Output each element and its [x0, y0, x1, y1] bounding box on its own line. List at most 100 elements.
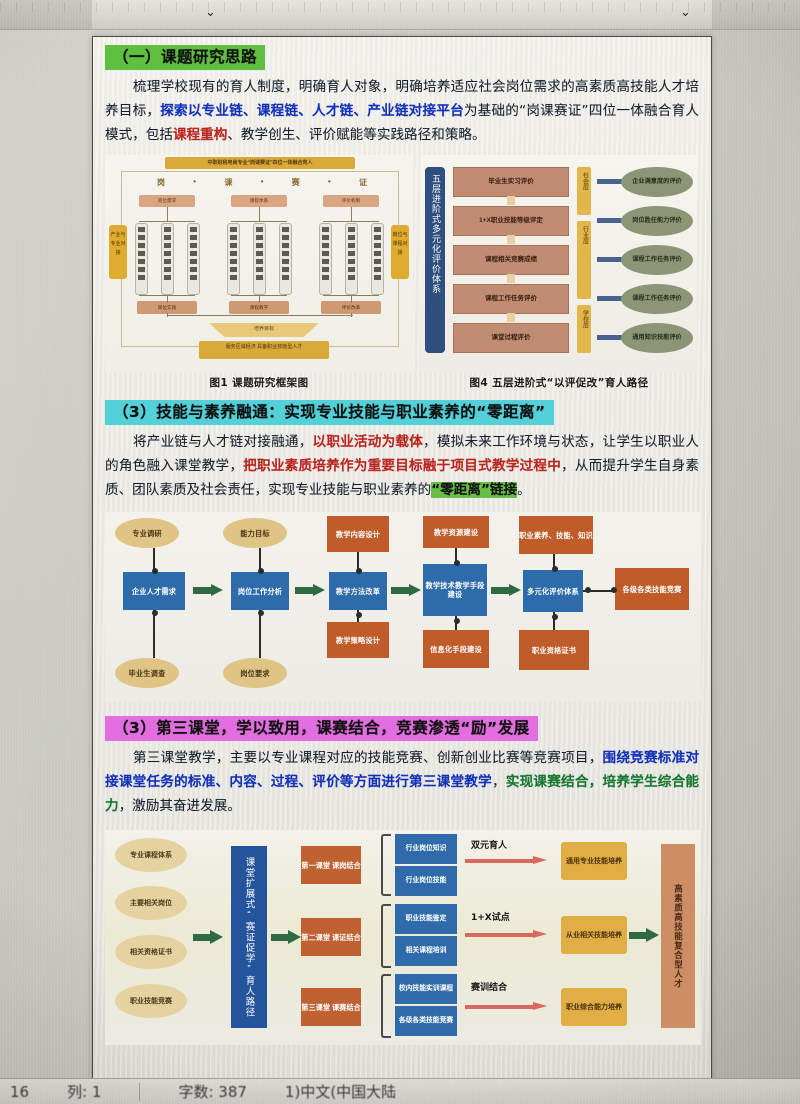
figure-3-detail-1-0-label: 职业技能鉴定	[405, 914, 447, 922]
figure-3-input-2: 相关资格证书	[115, 935, 187, 969]
figure-4-rail-2: 学校层	[577, 305, 591, 353]
figure-1-link	[259, 295, 260, 303]
figure-3-classroom-1: 第二课堂 课证结合	[301, 918, 361, 956]
section-heading-1: （一）课题研究思路	[105, 45, 266, 70]
figure-1-bottom-node-0: 岗位实践	[137, 301, 197, 314]
figure-1-pillar-0: 岗	[157, 178, 165, 187]
figure-3-input-0: 专业课程体系	[115, 838, 187, 872]
figure-2-link	[259, 610, 261, 658]
figure-1-left-side-label: 产业与专业对接	[110, 232, 126, 256]
figure-2-ellipse-top-0: 专业调研	[115, 518, 179, 548]
figure-4-band-1-label: 1+X职业技能等级评定	[479, 217, 543, 224]
para2-text-4: 。	[517, 482, 531, 498]
figure-1-diagram: 中职财税电商专业“岗课赛证”四位一体融合育人 岗 • 课 • 赛 • 证	[105, 155, 413, 373]
figure-1-dot-c: •	[327, 177, 331, 186]
figure-1-chevron-label: 培养目标	[253, 326, 274, 332]
ruler-left-margin	[0, 0, 92, 30]
word-status-bar[interactable]: 16 列: 1 字数: 387 1)中文(中国大陆	[0, 1078, 800, 1104]
figure-4-rail-0: 社会层	[577, 167, 591, 215]
figure-2-link-dot	[258, 610, 264, 616]
figure-3-detail-2-1: 各级各类技能竞赛	[395, 1006, 457, 1036]
figure-2-chain-3-label: 教学技术教学手段建设	[425, 581, 485, 599]
figure-2-link	[553, 612, 555, 630]
arrow-right-icon	[465, 1002, 549, 1011]
figure-4-diagram: 五层进阶式多元化评价体系 毕业生实习评价 1+X职业技能等级评定 课程相关竞赛成…	[421, 155, 697, 373]
figure-1-col	[227, 223, 240, 295]
right-indent-marker-icon[interactable]: ⌄	[680, 5, 691, 20]
figure-1-feedback-line	[167, 315, 353, 316]
figure-1-title-banner: 中职财税电商专业“岗课赛证”四位一体融合育人	[165, 157, 355, 169]
figure-2-ellipse-top-1: 能力目标	[223, 518, 287, 548]
para2-green-highlight: “零距离”链接	[431, 482, 518, 498]
para3-green-1: 实现课赛结合，培养学生综合能力	[105, 774, 700, 814]
figure-2-link-dot	[152, 568, 158, 574]
figure-2-orange-top-2: 职业素养、技能、知识	[519, 516, 593, 554]
figure-2-orange-bottom-2: 职业资格证书	[519, 630, 589, 670]
figure-2-link	[553, 554, 555, 570]
figure-3-input-3: 职业技能竞赛	[115, 984, 187, 1018]
figure-3-input-0-label: 专业课程体系	[130, 851, 172, 859]
figure-1-col	[345, 223, 358, 295]
figure-4-band-3: 课程工作任务评价	[453, 284, 569, 322]
para1-red-1: 课程重构	[172, 127, 228, 143]
para2-text-3: ，从而提升学生自身素质、团队素质及社会责任，实现专业技能与职业素养的	[105, 458, 700, 498]
figure-3-detail-0-1: 行业岗位技能	[395, 866, 457, 896]
figure-1-dot-a: •	[193, 177, 197, 186]
figure-2-link	[153, 610, 155, 658]
figure-3-output-0: 通用专业技能培养	[561, 842, 627, 880]
document-page[interactable]: （一）课题研究思路 梳理学校现有的育人制度，明确育人对象，明确培养适应社会岗位需…	[92, 36, 712, 1088]
section-heading-3: （3）第三课堂，学以致用，课赛结合，竞赛渗透“励”发展	[105, 716, 538, 741]
figure-3-output-2: 职业综合能力培养	[561, 988, 627, 1026]
left-indent-marker-icon[interactable]: ⌄	[205, 5, 216, 20]
figure-4-rail-1: 行业层	[577, 221, 591, 299]
figure-2-chain-0: 企业人才需求	[123, 572, 185, 610]
status-page-number[interactable]: 16	[10, 1082, 30, 1101]
figure-3-detail-0-0: 行业岗位知识	[395, 834, 457, 864]
figure-1-bottom-node-0-label: 岗位实践	[157, 305, 177, 310]
figure-3-output-1: 从业相关技能培养	[561, 916, 627, 954]
figure-2-chain-1: 岗位工作分析	[231, 572, 289, 610]
figure-4-left-label-text: 五层进阶式多元化评价体系	[430, 174, 440, 294]
figure-2-link	[583, 590, 615, 592]
figure-1-caption: 图1 课题研究框架图	[209, 377, 309, 389]
figure-2-orange-bottom-1-label: 信息化手段建设	[430, 644, 482, 654]
figure-4-rail-1-label: 行业层	[581, 226, 588, 244]
arrow-right-icon	[295, 584, 325, 597]
figure-2-orange-bottom-0: 教学策略设计	[327, 622, 389, 658]
figure-3-brace-2	[381, 974, 391, 1038]
figure-1-col	[135, 223, 148, 295]
arrow-right-icon	[271, 930, 301, 945]
figure-1-bottom-node-1: 课程教学	[229, 301, 289, 314]
figure-3-main-path-label: 课堂扩展式“赛证促学”育人路径	[243, 856, 255, 1018]
para2-red-1: 以职业活动为载体	[312, 434, 424, 450]
figure-1-pillar-1: 课	[224, 178, 233, 187]
figure-3-output-0-label: 通用专业技能培养	[566, 857, 622, 865]
figure-3-detail-2-0: 校内技能实训课程	[395, 974, 457, 1004]
figure-2-link	[259, 548, 261, 572]
figure-1-col	[371, 223, 384, 295]
figure-2-chain-0-label: 企业人才需求	[131, 586, 177, 596]
figure-2-ellipse-bottom-0-label: 毕业生调查	[128, 668, 166, 678]
figure-4-band-0-label: 毕业生实习评价	[488, 178, 534, 185]
status-word-count[interactable]: 字数: 387	[178, 1083, 247, 1101]
figure-4-band-2-label: 课程相关竞赛成绩	[485, 256, 537, 263]
status-language[interactable]: 1)中文(中国大陆	[284, 1083, 397, 1101]
figure-1-pillar-3: 证	[358, 178, 367, 187]
figure-2-orange-right-label: 各级各类技能竞赛	[622, 584, 682, 594]
figure-1-chevron: 培养目标	[209, 323, 319, 337]
para3-text-3: ，激励其奋进发展。	[118, 798, 241, 814]
figure-4-caption: 图4 五层进阶式“以评促改”育人路径	[469, 377, 649, 389]
figure-2-orange-top-0: 教学内容设计	[327, 516, 389, 552]
figure-3-main-path: 课堂扩展式“赛证促学”育人路径	[231, 846, 267, 1028]
figure-1-bottom-node-1-label: 课程教学	[249, 305, 269, 310]
figure-3-final-outcome: 高素质高技能复合型人才	[661, 844, 695, 1028]
figure-2-orange-right: 各级各类技能竞赛	[615, 568, 689, 610]
figure-1-top-node-0: 岗位需求	[139, 195, 195, 207]
figure-2-orange-top-0-label: 教学内容设计	[335, 529, 381, 539]
figure-1-top-node-1: 课程体系	[231, 195, 287, 207]
status-column[interactable]: 列: 1	[67, 1083, 102, 1101]
figure-4-oval-1-label: 岗位胜任能力评价	[632, 217, 682, 224]
word-ruler[interactable]: ⌄ ⌄	[0, 0, 800, 30]
figure-2-chain-1-label: 岗位工作分析	[237, 586, 283, 596]
